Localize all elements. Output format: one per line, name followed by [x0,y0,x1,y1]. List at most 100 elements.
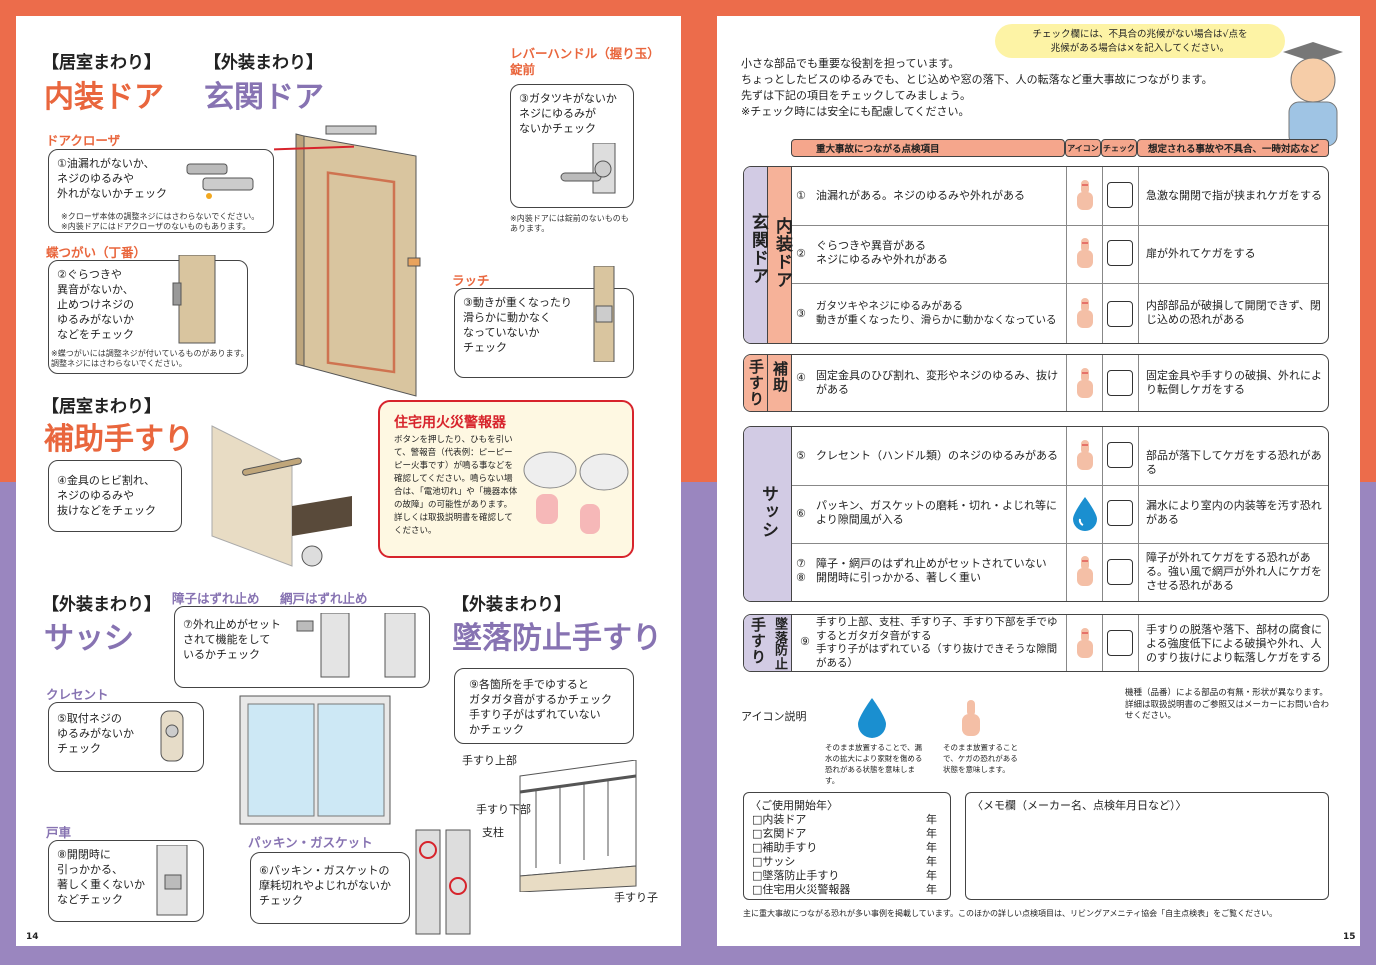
row-1-item: 油漏れがある。ネジのゆるみや外れがある [816,189,1025,202]
row-7-no: ⑦ [796,557,806,570]
label-entrance-door-bg [744,167,768,343]
col-divider [1138,355,1139,411]
shoji-stop-label: 障子はずれ止め [172,591,260,606]
start-year-title: 〈ご使用開始年〉 [750,799,838,812]
finger-icon [1077,440,1093,470]
crescent-lock-icon [160,710,184,762]
page-number-right: 15 [1343,932,1356,942]
finger-icon [1077,556,1093,586]
row-1-no: ① [796,189,806,202]
smoke-alarm-icon [523,451,629,534]
label-handrail: 手すり [747,359,765,407]
category-interior-2: 【居室まわり】 [42,397,161,417]
row-1-result: 急激な開閉で指が挟まれケガをする [1146,189,1322,202]
latch-plate-icon [593,266,615,362]
row-5-no: ⑤ [796,449,806,462]
start-year-item[interactable]: □補助手すり [752,841,818,854]
category-exterior-2: 【外装まわり】 [42,595,161,615]
row-9-icon [1068,627,1102,661]
intro-text: 小さな部品でも重要な役割を担っています。 ちょっとしたビスのゆるみでも、とじ込め… [741,56,1213,120]
stop-bubble: ⑦外れ止めがセット されて機能をして いるかチェック [174,606,430,688]
fall-handrail-text: ⑨各箇所を手でゆすると ガタガタ音がするかチェック 手すり子がはずれていない か… [469,678,612,736]
sash-stop-icon [296,613,416,678]
post-label: 支柱 [482,826,504,839]
start-year-list: □内装ドア □玄関ドア □補助手すり □サッシ □墜落防止手すり □住宅用火災警… [752,813,850,897]
row-7-checkbox[interactable] [1107,559,1133,585]
start-year-units: 年 年 年 年 年 年 [926,813,937,897]
col-divider [1066,355,1067,411]
closer-note: ※クローザ本体の調整ネジにはさわらないでください。 ※内装ドアにはドアクローザの… [61,212,260,231]
row-3-result: 内部部品が破損して開閉できず、閉じ込めの恐れがある [1146,299,1321,326]
header-check: チェック [1101,139,1137,157]
col-divider [1138,427,1139,601]
closer-label: ドアクローザ [46,133,121,148]
start-year-item[interactable]: □住宅用火災警報器 [752,883,851,896]
col-divider [1102,427,1103,601]
title-interior-door: 内装ドア [44,80,164,115]
fire-alarm-box: 住宅用火災警報器 ボタンを押したり、ひもを引いて、警報音（代表例：ピーピーピー火… [378,400,634,558]
handrail-text: ④金具のヒビ割れ、 ネジのゆるみや 抜けなどをチェック [57,474,156,517]
roller-label: 戸車 [46,825,72,840]
footer-note: 主に重大事故につながる恐れが多い事例を掲載しています。このほかの詳しい点検項目は… [743,909,1278,918]
closer-text: ①油漏れがないか、 ネジのゆるみや 外れがないかチェック [57,157,167,200]
row-6-item: パッキン、ガスケットの磨耗・切れ・よじれ等により隙間風が入る [816,499,1058,526]
row-3-checkbox[interactable] [1107,301,1133,327]
lever-label: レバーハンドル（握り玉） 錠前 [510,46,660,77]
year-unit: 年 [926,813,937,826]
label-fall: 墜落 [772,617,787,645]
group-doors: 玄関ドア 内装ドア ① 油漏れがある。ネジのゆるみや外れがある 急激な開閉で指が… [743,166,1329,344]
row-8-item: 開閉時に引っかかる、著しく重い [816,571,981,584]
row-1-checkbox[interactable] [1107,182,1133,208]
start-year-item[interactable]: □内装ドア [752,813,807,826]
closer-bubble: ①油漏れがないか、 ネジのゆるみや 外れがないかチェック ※クローザ本体の調整ネ… [48,149,274,233]
right-page: チェック欄には、不具合の兆候がない場合は√点を 兆候がある場合は×を記入してくだ… [717,16,1360,946]
col-divider [1066,615,1067,671]
year-unit: 年 [926,841,937,854]
header-result: 想定される事故や不具合、一時対応など [1137,139,1329,157]
row-2-checkbox[interactable] [1107,240,1133,266]
memo-box[interactable]: 〈メモ欄（メーカー名、点検年月日など）〉 [965,792,1329,900]
title-entrance-door: 玄関ドア [204,80,324,115]
finger-icon [1077,238,1093,268]
row-4-checkbox[interactable] [1107,370,1133,396]
row-6-checkbox[interactable] [1107,500,1133,526]
fall-handrail-bubble: ⑨各箇所を手でゆすると ガタガタ音がするかチェック 手すり子がはずれていない か… [454,668,634,744]
start-year-item[interactable]: □墜落防止手すり [752,869,840,882]
row-8-no: ⑧ [796,571,806,584]
row-5-checkbox[interactable] [1107,442,1133,468]
latch-label: ラッチ [452,273,490,288]
row-divider [792,225,1328,226]
left-page: 【居室まわり】 【外装まわり】 内装ドア 玄関ドア ドアクローザ ①油漏れがない… [16,16,681,946]
baluster-label: 手すり子 [614,891,658,904]
row-9-checkbox[interactable] [1107,630,1133,656]
label-assist-bg [768,355,792,411]
row-4-icon [1068,367,1102,401]
title-assist-handrail: 補助手すり [44,422,194,457]
row-9-result: 手すりの脱落や落下、部材の腐食による強度低下による破損や外れ、人のすり抜けにより… [1146,623,1322,664]
header-inspection-items: 重大事故につながる点検項目 [791,139,1065,157]
start-year-item[interactable]: □サッシ [752,855,796,868]
finger-icon [1077,180,1093,210]
year-unit: 年 [926,869,937,882]
col-divider [1066,167,1067,343]
row-7-item: 障子・網戸のはずれ止めがセットされていない [816,557,1047,570]
gasket-bubble: ⑥パッキン・ガスケットの 摩耗切れやよじれがないか チェック [250,852,410,924]
gasket-section-illustration [415,829,471,935]
memo-title: 〈メモ欄（メーカー名、点検年月日など）〉 [972,799,1187,812]
roller-bubble: ⑧開閉時に 引っかかる、 著しく重くないか などチェック [48,840,204,922]
screen-stop-label: 網戸はずれ止め [280,591,368,606]
row-6-no: ⑥ [796,507,806,520]
year-unit: 年 [926,827,937,840]
intro-line-3: 先ずは下記の項目をチェックしてみましょう。 [741,89,972,102]
water-drop-icon [1073,497,1097,531]
label-interior-door: 内装ドア [772,217,792,289]
label-fall-bg [744,615,792,671]
col-divider [1066,427,1067,601]
handrail-illustration [211,425,352,567]
window-illustration [239,695,391,825]
stop-text: ⑦外れ止めがセット されて機能をして いるかチェック [183,618,281,661]
row-3-icon [1068,297,1102,331]
row-2-result: 扉が外れてケガをする [1146,247,1256,260]
row-4-no: ④ [796,371,806,384]
start-year-item[interactable]: □玄関ドア [752,827,807,840]
